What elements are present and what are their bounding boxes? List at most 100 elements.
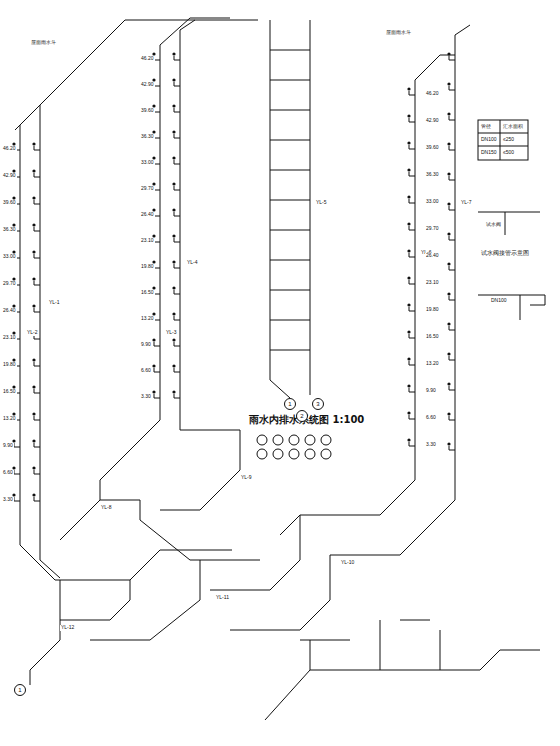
inlet-dot <box>407 411 410 414</box>
inlet-dot <box>32 304 35 307</box>
inlet-dot <box>152 338 155 341</box>
inlet-branch <box>409 334 415 338</box>
inlet-dot <box>152 364 155 367</box>
inlet-dot <box>447 262 450 265</box>
inlet-branch <box>154 160 160 164</box>
inlet-dot <box>407 87 410 90</box>
rung <box>270 80 310 81</box>
valve-detail <box>478 212 545 320</box>
pipe-label: YL-2 <box>26 330 39 336</box>
inlet-dot <box>447 412 450 415</box>
riser <box>100 18 240 500</box>
outlet-circle <box>321 435 331 445</box>
inlet-branch <box>34 470 40 474</box>
elevation-label: 3.30 <box>2 497 14 503</box>
inlet-branch <box>174 342 180 346</box>
inlet-branch <box>449 56 455 60</box>
inlet-dot <box>172 52 175 55</box>
inlet-branch <box>174 316 180 320</box>
elevation-label: 29.70 <box>425 226 440 232</box>
elevation-label: 39.60 <box>2 200 17 206</box>
inlet-branch <box>174 238 180 242</box>
inlet-branch <box>449 416 455 420</box>
outlet-circle <box>321 449 331 459</box>
inlet-dot <box>407 195 410 198</box>
inlet-dot <box>172 286 175 289</box>
inlet-dot <box>447 202 450 205</box>
elevation-label: 13.20 <box>2 416 17 422</box>
inlet-branch <box>449 296 455 300</box>
elevation-label: 29.70 <box>140 186 155 192</box>
pipe-label: 试水阀 <box>485 222 502 228</box>
inlet-branch <box>154 56 160 60</box>
inlet-dot <box>407 357 410 360</box>
inlet-branch <box>154 394 160 398</box>
inlet-branch <box>34 335 40 339</box>
inlet-branch <box>409 118 415 122</box>
inlet-branch <box>154 316 160 320</box>
elevation-label: 33.00 <box>140 160 155 166</box>
inlet-branch <box>14 497 20 501</box>
inlet-dot <box>447 352 450 355</box>
inlet-dot <box>407 249 410 252</box>
rung <box>270 230 310 231</box>
inlet-dot <box>32 169 35 172</box>
inlet-branch <box>449 116 455 120</box>
elevation-label: 36.30 <box>140 134 155 140</box>
collector <box>60 430 260 640</box>
elevation-label: 6.60 <box>2 470 14 476</box>
inlet-dot <box>32 493 35 496</box>
riser <box>20 105 40 560</box>
elevation-label: 46.20 <box>2 146 17 152</box>
elevation-label: 9.90 <box>2 443 14 449</box>
inlet-branch <box>409 361 415 365</box>
pipe-label: 试水阀接管示意图 <box>480 250 530 257</box>
rung <box>270 200 310 201</box>
elevation-label: 23.10 <box>2 335 17 341</box>
inlet-branch <box>34 254 40 258</box>
inlet-branch <box>154 238 160 242</box>
inlet-branch <box>449 326 455 330</box>
inlet-dot <box>447 292 450 295</box>
inlet-branch <box>154 368 160 372</box>
inlet-dot <box>407 384 410 387</box>
table-grid <box>478 120 528 160</box>
inlet-dot <box>447 382 450 385</box>
outlet-circle <box>257 449 267 459</box>
inlet-dot <box>172 260 175 263</box>
inlet-branch <box>409 280 415 284</box>
inlet-branch <box>174 264 180 268</box>
inlet-dot <box>172 130 175 133</box>
elevation-label: 3.30 <box>140 394 152 400</box>
callout-number: 1 <box>18 687 21 693</box>
inlet-dot <box>172 364 175 367</box>
pipe-label: DN100 <box>490 298 508 304</box>
inlet-branch <box>174 212 180 216</box>
inlet-branch <box>449 86 455 90</box>
inlet-branch <box>449 206 455 210</box>
pipe-label: YL-10 <box>340 560 355 566</box>
table-frame <box>478 120 528 160</box>
outlet-circle <box>305 435 315 445</box>
inlet-branch <box>154 290 160 294</box>
inlet-dot <box>32 277 35 280</box>
inlet-branch <box>154 212 160 216</box>
rung <box>270 170 310 171</box>
inlet-branch <box>154 82 160 86</box>
pipe-label: ≤250 <box>502 137 515 143</box>
inlet-branch <box>154 264 160 268</box>
inlet-branch <box>14 443 20 447</box>
elevation-label: 19.80 <box>425 307 440 313</box>
elevation-label: 23.10 <box>140 238 155 244</box>
elevation-label: 46.20 <box>425 91 440 97</box>
inlet-dot <box>172 390 175 393</box>
inlet-dot <box>172 104 175 107</box>
inlet-branch <box>34 443 40 447</box>
inlet-branch <box>449 446 455 450</box>
inlet-branch <box>34 308 40 312</box>
pipe-label: YL-1 <box>48 300 61 306</box>
inlet-branch <box>154 342 160 346</box>
inlet-branch <box>34 146 40 150</box>
inlet-dot <box>447 322 450 325</box>
pipe-label: YL-8 <box>100 505 113 511</box>
